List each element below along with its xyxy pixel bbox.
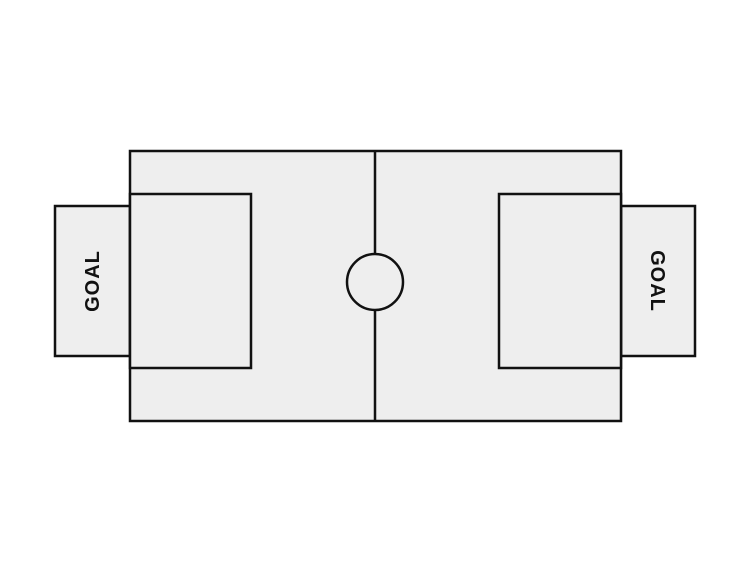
left-goal-label: GOAL	[82, 250, 104, 312]
right-goal-label: GOAL	[646, 250, 668, 312]
left-goal	[53, 204, 132, 358]
right-goal	[619, 204, 697, 358]
center-circle	[345, 252, 405, 312]
right-penalty-box	[497, 192, 623, 370]
left-penalty-box	[128, 192, 253, 370]
